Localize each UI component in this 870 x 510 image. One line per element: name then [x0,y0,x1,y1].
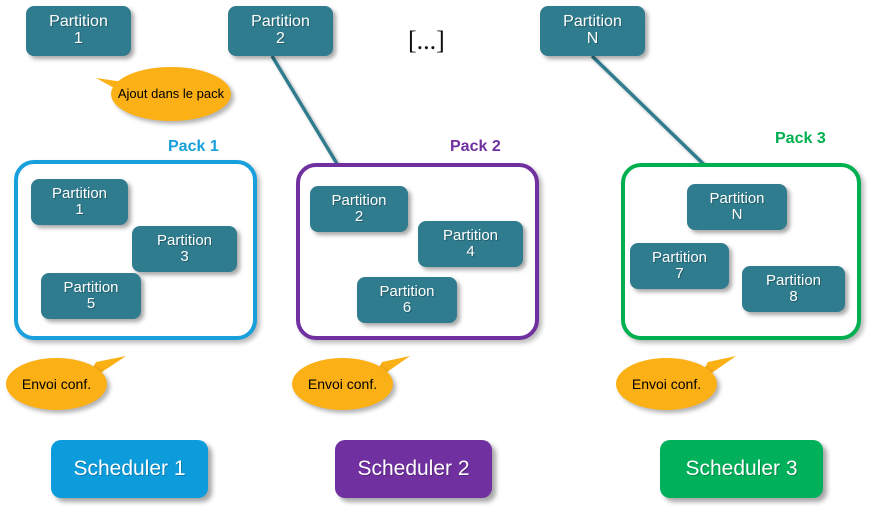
pack-1-partition-3[interactable]: Partition 3 [132,226,237,272]
callout-envoi-conf-1: Envoi conf. [6,358,107,410]
scheduler-1[interactable]: Scheduler 1 [51,440,208,498]
partition-number: N [731,206,743,223]
partition-label: Partition [331,192,387,210]
callout-envoi-conf-3: Envoi conf. [616,358,717,410]
scheduler-2[interactable]: Scheduler 2 [335,440,492,498]
pack-3-partition-7[interactable]: Partition 7 [630,243,729,289]
partition-label: Partition [709,190,765,208]
scheduler-3[interactable]: Scheduler 3 [660,440,823,498]
callout-ajout-dans-le-pack: Ajout dans le pack [111,67,231,121]
pack-3-partition-8[interactable]: Partition 8 [742,266,845,312]
partition-label: Partition [156,232,213,250]
partition-number: 1 [74,30,83,47]
partition-label: Partition [251,13,310,31]
incoming-partition-2[interactable]: Partition 2 [228,6,333,56]
partition-label: Partition [765,272,822,290]
callout-envoi-conf-2: Envoi conf. [292,358,393,410]
partition-number: 7 [675,265,684,282]
ellipsis-marker: [...] [408,26,445,55]
pack-3-label: Pack 3 [775,130,826,147]
partition-number: 1 [75,201,84,218]
partition-label: Partition [563,13,622,31]
partition-label: Partition [442,227,499,245]
partition-label: Partition [51,185,108,203]
pack-2-partition-2[interactable]: Partition 2 [310,186,408,232]
partition-number: N [586,30,599,47]
partition-number: 6 [402,299,412,316]
pack-1-label: Pack 1 [168,138,219,155]
partition-number: 2 [354,208,364,225]
partition-number: 4 [466,243,475,260]
partition-label: Partition [63,279,119,297]
partition-label: Partition [651,249,708,267]
pack-2-partition-6[interactable]: Partition 6 [357,277,457,323]
partition-number: 5 [86,295,96,312]
pack-1-partition-1[interactable]: Partition 1 [31,179,128,225]
pack-2-label: Pack 2 [450,138,501,155]
partition-number: 2 [276,30,285,47]
partition-label: Partition [379,283,435,301]
incoming-partition-1[interactable]: Partition 1 [26,6,131,56]
incoming-partition-n[interactable]: Partition N [540,6,645,56]
partition-number: 8 [789,288,798,305]
partition-number: 3 [180,248,189,265]
partition-label: Partition [49,13,108,31]
pack-2-partition-4[interactable]: Partition 4 [418,221,523,267]
pack-1-partition-5[interactable]: Partition 5 [41,273,141,319]
pack-3-partition-n[interactable]: Partition N [687,184,787,230]
